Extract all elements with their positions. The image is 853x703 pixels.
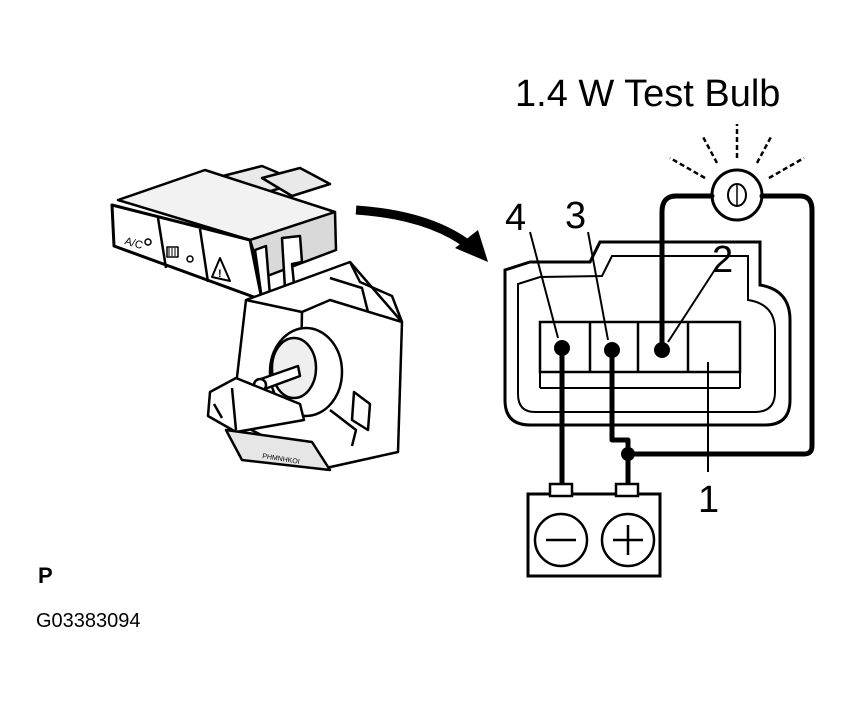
battery <box>526 482 662 578</box>
test-bulb-icon <box>669 124 805 222</box>
pin-2-label: 2 <box>712 239 733 281</box>
hazard-switch-illustration: A/C ! PHMNHKOI <box>110 164 404 472</box>
pin-1-label: 1 <box>698 479 719 521</box>
figure-id: G03383094 <box>36 610 141 632</box>
ac-button-label: A/C <box>123 235 144 252</box>
part-code: P <box>38 563 53 588</box>
hazard-mark: ! <box>218 268 222 280</box>
test-wires <box>559 193 815 489</box>
pin-3-label: 3 <box>565 195 586 237</box>
hazard-triangle-icon <box>211 257 231 282</box>
diagram-title: 1.4 W Test Bulb <box>515 73 780 115</box>
switch-connector <box>503 240 792 427</box>
pointer-arrow <box>355 205 488 262</box>
pin-leaders <box>529 231 717 472</box>
pin-4-label: 4 <box>505 197 526 239</box>
terminal-contacts <box>554 340 670 461</box>
